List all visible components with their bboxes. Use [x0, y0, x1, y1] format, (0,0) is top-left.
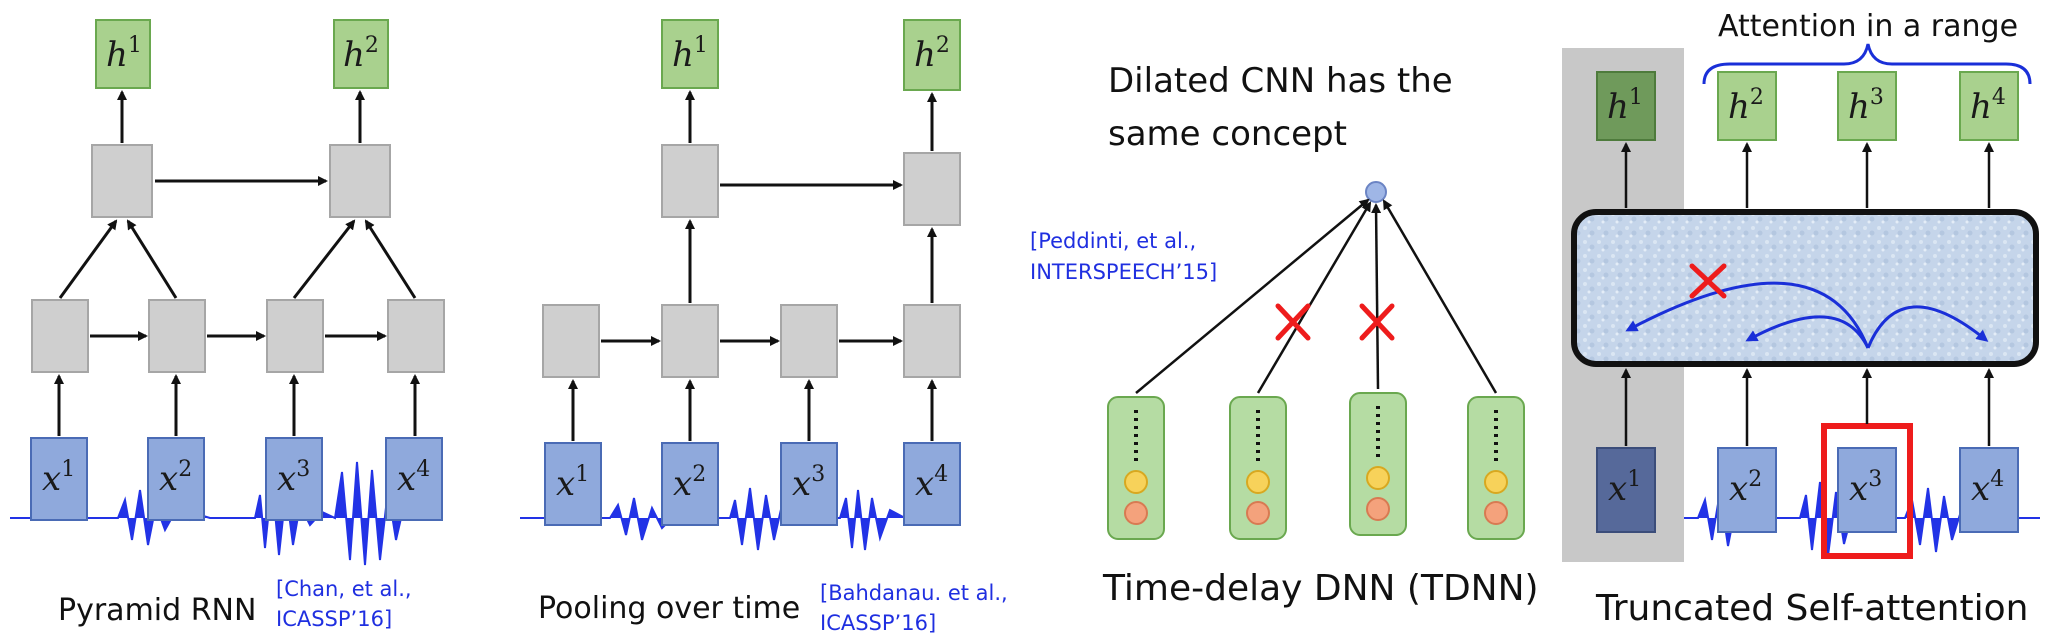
- output-node: [903, 19, 961, 91]
- input-label: x1: [1608, 467, 1641, 509]
- input-node: [903, 442, 961, 526]
- input-label: x3: [1849, 467, 1882, 509]
- tdnn-column: [1467, 396, 1525, 540]
- citation: ICASSP’16]: [820, 611, 936, 635]
- blocked-connection-x-icon: [1275, 303, 1311, 341]
- input-label: x4: [915, 462, 948, 504]
- input-label: x1: [556, 462, 589, 504]
- waveform: [10, 461, 440, 566]
- input-node: [385, 437, 443, 521]
- tdnn-arrows: [1135, 198, 1498, 394]
- output-node: [333, 19, 389, 89]
- input-label: x2: [1729, 467, 1762, 509]
- panel-pooling-over-time: h1 h2 x1 x2 x3 x4 Pooling over time [Bah…: [520, 19, 1008, 635]
- input-node: [780, 442, 838, 526]
- highlighted-input-frame: [1821, 423, 1913, 559]
- tdnn-note: same concept: [1108, 114, 1347, 154]
- panel-truncated-self-attention: Attention in a range: [1562, 9, 2040, 629]
- pooling-arrows: [568, 90, 937, 441]
- output-node: [1717, 71, 1777, 141]
- hidden-node: [903, 304, 961, 378]
- input-label: x3: [792, 462, 825, 504]
- input-label: x4: [1971, 467, 2004, 509]
- input-label: x4: [397, 457, 430, 499]
- output-label: h1: [1607, 85, 1643, 127]
- tdnn-column: [1107, 396, 1165, 540]
- tdnn-output-neuron: [1365, 181, 1387, 203]
- waveform: [520, 487, 920, 551]
- tdnn-column: [1349, 392, 1407, 536]
- citation: [Peddinti, et al.,: [1030, 229, 1196, 253]
- hidden-node: [387, 299, 445, 373]
- citation: ICASSP’16]: [276, 607, 392, 631]
- citation: [Chan, et al.,: [276, 577, 412, 601]
- input-label: x2: [159, 457, 192, 499]
- hidden-node: [542, 304, 600, 378]
- output-label: h1: [106, 33, 142, 75]
- waveform: [1684, 481, 2040, 557]
- output-label: h4: [1970, 85, 2006, 127]
- output-label: h2: [343, 33, 379, 75]
- panel-tdnn: Dilated CNN has the same concept [Peddin…: [1030, 61, 1539, 609]
- hidden-node: [661, 144, 719, 218]
- panel-caption: Pyramid RNN: [58, 593, 256, 628]
- output-label: h2: [1728, 85, 1764, 127]
- output-label: h3: [1848, 85, 1884, 127]
- output-node: [1959, 71, 2019, 141]
- input-node: [147, 437, 205, 521]
- citation: INTERSPEECH’15]: [1030, 260, 1217, 284]
- attention-range-brace: [1702, 43, 2032, 85]
- panel-caption: Truncated Self-attention: [1595, 588, 2028, 629]
- hidden-node: [31, 299, 89, 373]
- attention-curves: [1625, 281, 1989, 349]
- attention-range-title: Attention in a range: [1718, 9, 2018, 44]
- panel-caption: Time-delay DNN (TDNN): [1102, 568, 1539, 609]
- input-node: [1837, 447, 1897, 533]
- hidden-node: [91, 144, 153, 218]
- blocked-connection-x-icon: [1359, 303, 1395, 341]
- hidden-node: [903, 152, 961, 226]
- input-node: [1959, 447, 2019, 533]
- input-label: x3: [277, 457, 310, 499]
- hidden-node: [266, 299, 324, 373]
- output-label: h2: [914, 33, 950, 75]
- attention-io-arrows: [1621, 142, 1994, 446]
- output-node: [95, 19, 151, 89]
- hidden-node: [329, 144, 391, 218]
- output-label: h1: [672, 33, 708, 75]
- input-label: x1: [42, 457, 75, 499]
- input-node: [661, 442, 719, 526]
- input-label: x2: [673, 462, 706, 504]
- hidden-node: [661, 304, 719, 378]
- output-node: [661, 19, 719, 89]
- input-node: [30, 437, 88, 521]
- hidden-node: [148, 299, 206, 373]
- output-node: [1837, 71, 1897, 141]
- input-node: [1596, 447, 1656, 533]
- blocked-attention-x-icon: [1689, 263, 1727, 299]
- tdnn-column: [1229, 396, 1287, 540]
- input-node: [544, 442, 602, 526]
- tdnn-note: Dilated CNN has the: [1108, 61, 1453, 101]
- citation: [Bahdanau. et al.,: [820, 581, 1008, 605]
- hidden-node: [780, 304, 838, 378]
- input-node: [265, 437, 323, 521]
- output-node: [1596, 71, 1656, 141]
- input-node: [1717, 447, 1777, 533]
- panel-caption: Pooling over time: [538, 591, 800, 626]
- pyramid-arrows: [54, 90, 420, 436]
- panel-pyramid-rnn: h1 h2 x1 x2 x3 x4 Pyramid RNN [Chan, et …: [10, 19, 445, 631]
